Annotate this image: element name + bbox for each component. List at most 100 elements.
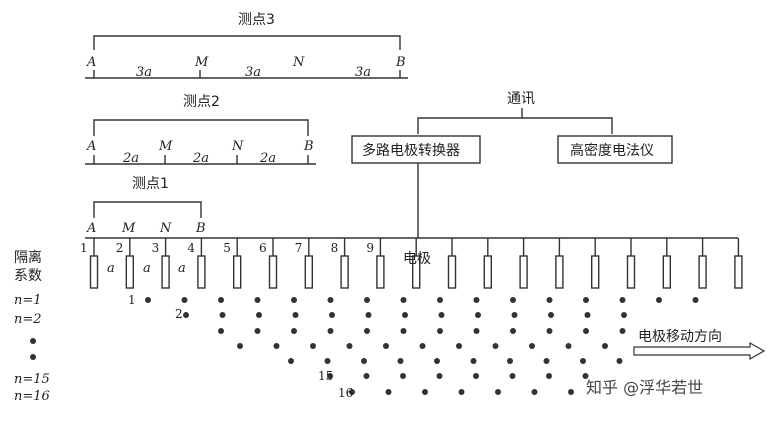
measurement-point — [509, 373, 516, 379]
measurement-point — [361, 358, 367, 364]
measurement-point — [470, 358, 477, 364]
station-1-point-a: A — [86, 221, 96, 236]
measurement-point — [310, 343, 316, 349]
measurement-point — [346, 343, 353, 349]
measurement-point — [584, 312, 591, 318]
electrode — [197, 255, 206, 289]
electrode-number: 8 — [331, 241, 339, 255]
measurement-point — [507, 358, 513, 364]
station-1-point-b: B — [195, 221, 206, 236]
comm-label: 通讯 — [507, 91, 535, 107]
electrode — [376, 255, 385, 289]
arrow-right-icon — [633, 341, 766, 361]
measurement-point — [458, 389, 465, 395]
level-n15: n=15 — [14, 372, 50, 387]
electrode — [125, 255, 135, 289]
measurement-point — [656, 297, 662, 303]
row-number-15: 15 — [318, 369, 333, 383]
ellipsis-dot — [30, 354, 36, 360]
device-tree: 通讯 多路电极转换器 高密度电法仪 — [351, 91, 673, 238]
measurement-point — [621, 312, 627, 318]
measurement-point — [546, 328, 553, 334]
measurement-point — [437, 297, 443, 303]
electrode — [555, 255, 564, 289]
measurement-point — [619, 297, 626, 303]
instrument-label: 高密度电法仪 — [570, 142, 654, 159]
measurement-point — [692, 297, 699, 303]
instrument-box — [557, 135, 673, 164]
electrode — [519, 255, 528, 289]
measurement-point — [602, 343, 608, 349]
measurement-point — [291, 297, 297, 303]
row-number-16: 16 — [338, 386, 353, 400]
electrode-number: 6 — [259, 241, 267, 255]
level-n2: n=2 — [14, 312, 42, 327]
measurement-point — [383, 343, 389, 349]
measurement-point — [327, 328, 334, 334]
station-1-point-n: N — [159, 221, 172, 236]
measurement-point — [329, 312, 335, 318]
station-1: 测点1 A M N B — [86, 176, 206, 236]
measurement-point — [327, 373, 333, 379]
electrode — [591, 255, 600, 289]
measurement-point — [434, 358, 440, 364]
measurement-point — [291, 328, 297, 334]
direction-arrow: 电极移动方向 — [633, 329, 766, 361]
measurement-point — [219, 312, 226, 318]
station-2-spacing-1: 2a — [122, 151, 139, 166]
measurement-point — [273, 343, 280, 349]
measurement-point — [419, 343, 426, 349]
switcher-label: 多路电极转换器 — [362, 142, 460, 159]
measurement-point — [582, 373, 589, 379]
measurement-point — [546, 297, 553, 303]
electrode-array — [85, 237, 743, 289]
measurement-point — [495, 389, 501, 395]
measurement-point — [436, 373, 443, 379]
measurement-point — [492, 343, 499, 349]
measurement-point — [473, 328, 480, 334]
electrode — [161, 255, 170, 289]
measurement-point — [616, 358, 623, 364]
electrode — [662, 255, 671, 289]
measurement-point — [531, 389, 538, 395]
station-2-point-n: N — [231, 139, 244, 154]
measurement-point — [183, 312, 189, 318]
measurement-point — [385, 389, 392, 395]
measurement-point — [511, 312, 518, 318]
measurement-point — [619, 328, 626, 334]
electrode — [698, 255, 707, 289]
measurement-point — [397, 358, 404, 364]
station-3-point-m: M — [194, 55, 209, 70]
electrode — [483, 255, 492, 289]
electrode-number: 9 — [366, 241, 374, 255]
measurement-point — [529, 343, 535, 349]
measurement-point — [349, 389, 355, 395]
switcher-box — [351, 135, 481, 164]
station-2-spacing-2: 2a — [192, 151, 209, 166]
electrode — [268, 255, 278, 289]
measurement-point — [473, 373, 479, 379]
measurement-point — [400, 373, 406, 379]
row-number-1: 1 — [128, 293, 136, 307]
station-3: 测点3 A M N B 3a 3a 3a — [85, 12, 408, 80]
measurement-point — [543, 358, 550, 364]
measurement-point — [324, 358, 331, 364]
measurement-point — [437, 328, 443, 334]
electrode — [340, 255, 349, 289]
level-n1: n=1 — [14, 293, 42, 308]
measurement-point — [218, 328, 224, 334]
measurement-point — [288, 358, 294, 364]
electrode-number: 3 — [152, 241, 160, 255]
spacing-a-2: a — [143, 261, 151, 276]
electrode-label: 电极 — [403, 251, 431, 267]
separation-legend: 隔离 系数 n=1 n=2 n=15 n=16 — [14, 249, 50, 404]
measurement-point — [548, 312, 554, 318]
electrode — [232, 255, 242, 289]
station-2-point-a: A — [86, 139, 96, 154]
electrode-number: 2 — [116, 241, 124, 255]
direction-label: 电极移动方向 — [638, 329, 722, 345]
ellipsis-dot — [30, 338, 36, 344]
measurement-point — [583, 328, 589, 334]
